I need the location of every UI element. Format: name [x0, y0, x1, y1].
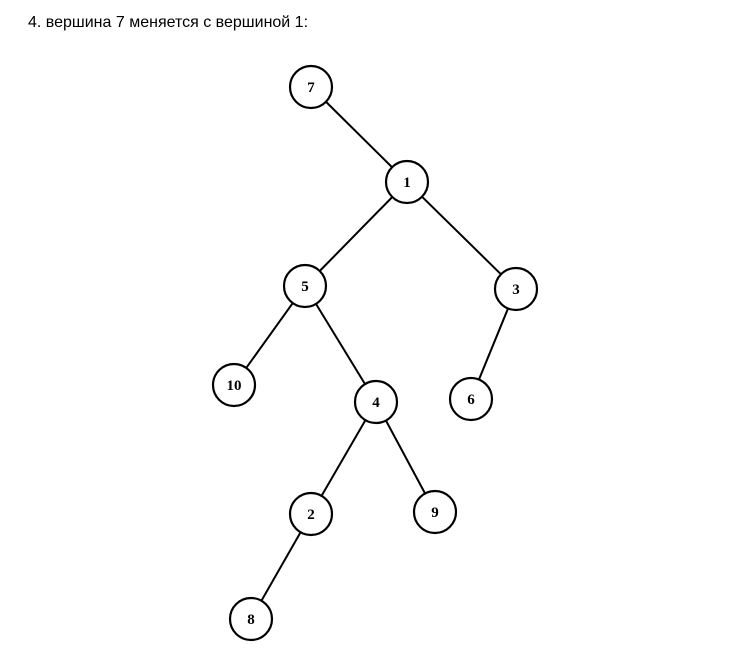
- tree-node-4: 4: [353, 379, 399, 425]
- caption: 4. вершина 7 меняется с вершиной 1:: [28, 14, 309, 31]
- tree-node-9: 9: [412, 489, 458, 535]
- edges-layer: [245, 101, 509, 602]
- edge-4-2: [320, 419, 367, 497]
- node-label: 9: [431, 505, 439, 521]
- tree-node-8: 8: [228, 596, 274, 642]
- node-label: 10: [227, 378, 242, 394]
- node-label: 8: [247, 612, 255, 628]
- edge-7-1: [325, 101, 393, 168]
- tree-node-7: 7: [288, 64, 334, 110]
- node-label: 1: [403, 175, 411, 191]
- edge-4-9: [385, 420, 426, 494]
- edge-1-5: [318, 196, 394, 272]
- node-circle: [412, 489, 458, 535]
- tree-node-2: 2: [288, 491, 334, 537]
- node-circle: [493, 266, 539, 312]
- tree-node-1: 1: [384, 159, 430, 205]
- node-label: 2: [307, 507, 315, 523]
- edge-5-10: [245, 302, 294, 369]
- tree-node-3: 3: [493, 266, 539, 312]
- node-label: 5: [301, 279, 309, 295]
- node-label: 4: [372, 395, 380, 411]
- nodes-layer: 7 1 5 3 10 4 6 2 9 8: [211, 64, 539, 642]
- node-label: 6: [467, 392, 475, 408]
- node-circle: [353, 379, 399, 425]
- node-circle: [288, 491, 334, 537]
- tree-node-6: 6: [448, 376, 494, 422]
- edge-5-4: [315, 303, 366, 385]
- edge-3-6: [478, 308, 509, 380]
- node-circle: [384, 159, 430, 205]
- edge-1-3: [421, 195, 502, 276]
- node-circle: [282, 263, 328, 309]
- tree-node-5: 5: [282, 263, 328, 309]
- node-circle: [288, 64, 334, 110]
- node-label: 7: [307, 80, 315, 96]
- node-circle: [448, 376, 494, 422]
- edge-2-8: [260, 531, 302, 602]
- node-circle: [228, 596, 274, 642]
- tree-node-10: 10: [211, 362, 257, 408]
- node-label: 3: [512, 282, 520, 298]
- node-circle: [211, 362, 257, 408]
